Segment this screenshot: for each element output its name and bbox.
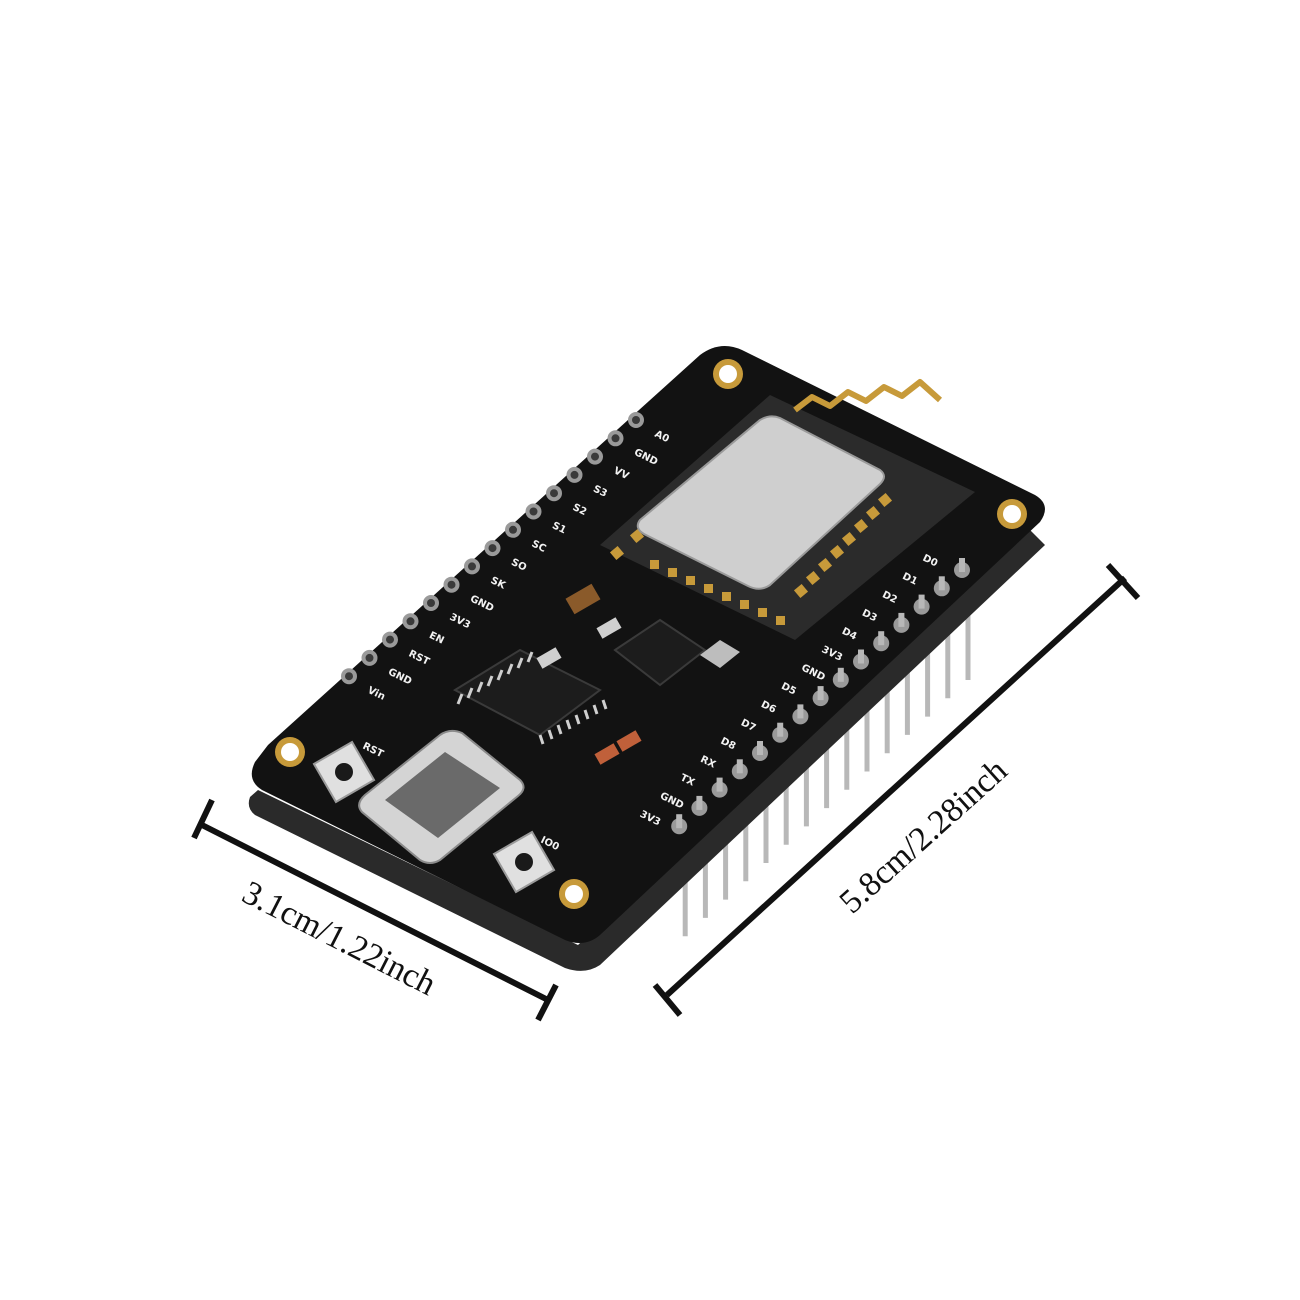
module-pad	[793, 583, 809, 599]
pin-hole-center	[570, 470, 579, 479]
pin-top	[676, 814, 683, 829]
pin-hole-center	[345, 672, 353, 681]
module-pad	[805, 570, 821, 586]
pin-top	[696, 795, 703, 810]
module-pad	[841, 531, 857, 547]
module-pad	[650, 560, 659, 569]
pin-hole-center	[468, 562, 476, 571]
module-pad	[740, 600, 749, 609]
wifi-module	[600, 379, 975, 640]
chip-leg	[547, 729, 554, 740]
pin-top	[858, 649, 864, 664]
pin-top	[716, 777, 723, 792]
chip-leg	[538, 734, 545, 745]
io0-button[interactable]	[492, 830, 556, 894]
chip-leg	[601, 699, 608, 710]
usb-c-connector[interactable]	[358, 729, 525, 864]
pin-top	[777, 722, 784, 737]
pcb-board: A0 GND VV S3 S2 S1 SC SO SK GND 3V3 EN R…	[248, 346, 1045, 971]
pin-top	[898, 612, 905, 627]
chip-leg	[526, 651, 534, 663]
chip-leg	[583, 709, 590, 720]
pin-top	[837, 667, 844, 682]
pcb-antenna	[793, 379, 943, 413]
chip-leg	[565, 719, 572, 730]
usb-serial-chip	[452, 648, 608, 745]
chip-legs	[456, 651, 608, 745]
pin-hole-center	[591, 452, 599, 461]
smd-components	[536, 583, 642, 765]
left-pin-holes	[341, 412, 644, 685]
mounting-holes	[275, 359, 1027, 909]
chip-leg	[516, 657, 524, 669]
pin-top	[959, 558, 965, 572]
reset-button[interactable]	[312, 740, 376, 804]
length-dimension-label: 5.8cm/2.28inch	[833, 752, 1015, 921]
pin-hole-center	[632, 416, 640, 424]
module-pad	[865, 505, 881, 521]
pin-hole-center	[488, 544, 497, 553]
chip-leg	[574, 714, 581, 725]
pin-top	[918, 594, 925, 609]
chip-leg	[456, 693, 464, 705]
chip-leg	[496, 669, 504, 681]
pin-hole-center	[447, 580, 456, 589]
module-pad	[668, 568, 677, 577]
pin-hole-center	[427, 599, 435, 607]
module-pad	[722, 592, 731, 601]
pin-top	[736, 759, 743, 774]
metal-shield	[636, 415, 885, 590]
module-pad	[704, 584, 713, 593]
chip-leg	[506, 663, 514, 675]
chip-leg	[476, 681, 484, 693]
module-pad	[758, 608, 767, 617]
pin-top	[938, 576, 945, 591]
pin-top	[757, 741, 763, 755]
pin-hole-center	[611, 434, 620, 443]
pin-hole-center	[406, 617, 415, 626]
module-pad	[609, 545, 625, 561]
chip-leg	[466, 687, 474, 699]
voltage-regulator	[613, 618, 740, 687]
pin-hole-center	[550, 489, 558, 498]
right-pin-holes	[671, 558, 970, 835]
module-pad	[817, 557, 833, 573]
pin-top	[878, 631, 885, 646]
pin-hole-center	[509, 525, 517, 534]
module-pad	[829, 544, 845, 560]
module-pad	[877, 492, 893, 508]
pin-hole-center	[386, 635, 394, 644]
chip-leg	[556, 724, 563, 735]
module-pad	[853, 518, 869, 534]
chip-leg	[592, 704, 599, 715]
module-pad	[686, 576, 695, 585]
chip-leg	[486, 675, 494, 687]
pin-hole-center	[529, 507, 538, 516]
pin-top	[797, 704, 804, 719]
pin-hole-center	[365, 653, 374, 662]
module-pad	[776, 616, 785, 625]
pin-top	[817, 686, 824, 701]
